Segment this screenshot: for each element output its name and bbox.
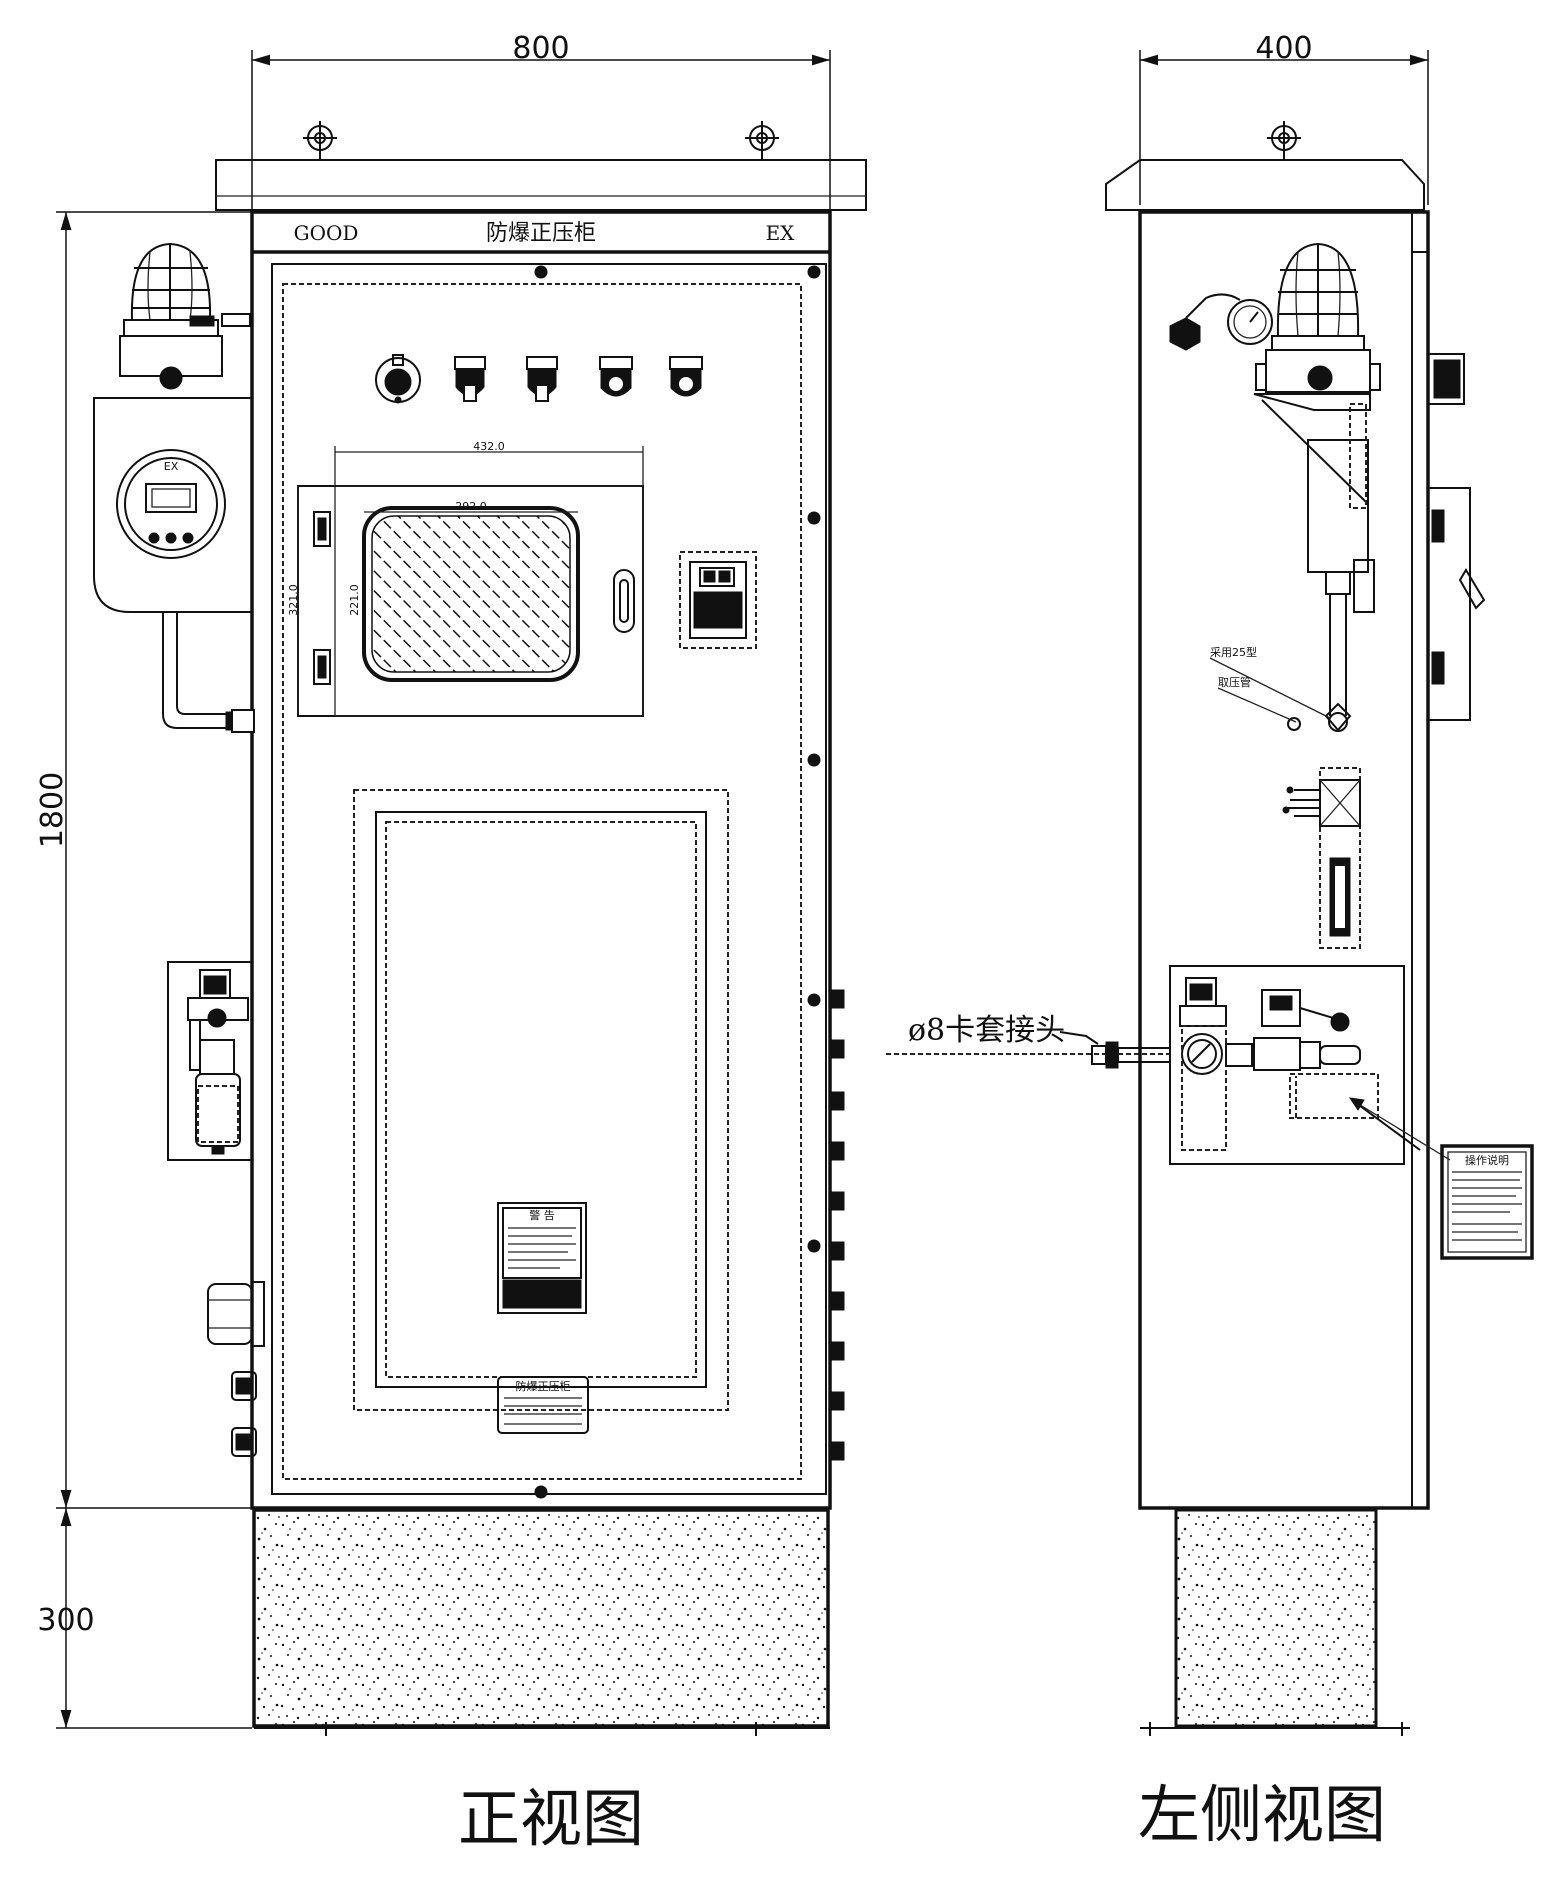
side-view: 采用25型 取压管 [886,121,1534,1736]
header-title: 防爆正压柜 [486,221,596,246]
side-view-caption: 左侧视图 [1138,1778,1386,1851]
indicator-light [669,356,703,397]
explosion-proof-alarm-lamp-icon [1255,242,1381,393]
dimension-side-width: 400 [1139,31,1429,205]
label-pressure-tube: 取压管 [1218,675,1251,689]
lower-panel-outer [353,789,729,1411]
cable-gland-row [829,989,845,1461]
cable-gland [207,1281,265,1347]
dimension-cabinet-height: 1800 [35,211,252,1509]
warning-plate-title: 操作说明 [1465,1153,1509,1167]
lifting-eye-icon [1267,121,1301,160]
front-base [252,1508,830,1728]
lifting-eye-icon [303,121,337,160]
key-switch[interactable] [375,354,421,404]
valve-housing [1307,439,1369,573]
warning-nameplate: 警 告 [497,1202,587,1314]
explosion-proof-alarm-lamp-icon [119,242,251,390]
window-inner-height: 221.0 [348,584,361,616]
header-ex: EX [766,221,796,245]
label-tube-type: 采用25型 [1210,645,1257,659]
front-width-label: 800 [512,31,569,66]
connector-label: ø8卡套接头 [908,1013,1065,1048]
side-roof [1105,159,1425,211]
front-door [271,263,827,1495]
gland-plug [231,1427,257,1457]
pressure-controller: EX [93,397,253,613]
window-outer-height: 321.0 [287,584,300,616]
warning-nameplate-title: 警 告 [529,1208,555,1222]
window-handle[interactable] [613,569,635,633]
gland-plug [231,1371,257,1401]
lifting-eye-icon [745,121,779,160]
header-good: GOOD [294,221,359,245]
window-outer-width: 432.0 [473,440,505,453]
front-view: GOOD 防爆正压柜 EX [93,121,867,1736]
side-cabinet-body [1138,210,1430,1510]
filter-regulator-left [167,961,253,1161]
side-door-handle-box [1427,487,1471,721]
dimension-front-width: 800 [251,31,831,210]
selector-switch[interactable] [454,356,486,402]
side-base [1174,1508,1378,1728]
air-filter-unit [1169,965,1421,1165]
product-nameplate-title: 防爆正压柜 [516,1379,571,1393]
side-width-label: 400 [1255,31,1312,66]
selector-switch[interactable] [526,356,558,402]
base-height-label: 300 [37,1603,94,1638]
product-nameplate: 防爆正压柜 [497,1376,589,1434]
dimension-base-height: 300 [37,1508,252,1729]
pressure-gauge-icon [1169,293,1273,351]
indicator-light [599,356,633,397]
controller-label: EX [164,460,179,473]
front-view-caption: 正视图 [458,1782,644,1855]
front-cabinet-body [250,210,832,1510]
side-hinge-block [1427,353,1465,405]
window-inner-width: 292.0 [455,500,487,513]
front-roof [215,159,867,211]
cabinet-height-label: 1800 [35,772,70,848]
operation-warning-plate: 操作说明 [1440,1144,1534,1260]
flow-meter [1282,767,1361,949]
door-gasket [282,283,802,1480]
card-reader [679,551,757,649]
